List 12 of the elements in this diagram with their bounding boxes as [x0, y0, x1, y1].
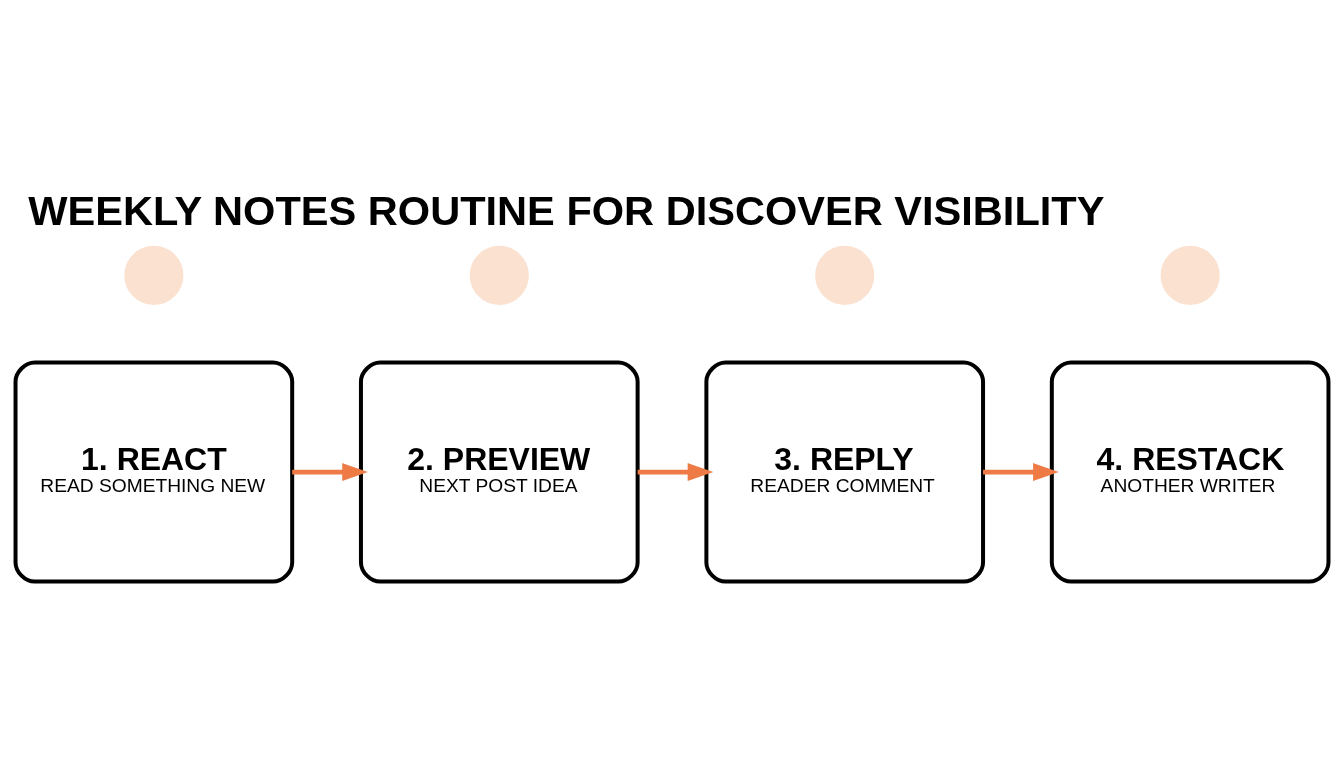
node-circle — [1160, 245, 1220, 305]
node-box: 4. RESTACK ANOTHER WRITER — [1049, 360, 1331, 584]
arrow — [637, 462, 714, 481]
node-circle — [815, 245, 875, 305]
node-circle — [469, 245, 529, 305]
diagram-title: WEEKLY NOTES ROUTINE FOR DISCOVER VISIBILITY — [28, 186, 1105, 234]
arrow — [983, 462, 1059, 481]
arrow — [292, 462, 368, 481]
node-circle — [124, 245, 184, 305]
node-box: 3. REPLY READER COMMENT — [704, 360, 986, 584]
node-box: 1. REACT READ SOMETHING NEW — [13, 360, 295, 584]
node-box: 2. PREVIEW NEXT POST IDEA — [358, 360, 640, 584]
